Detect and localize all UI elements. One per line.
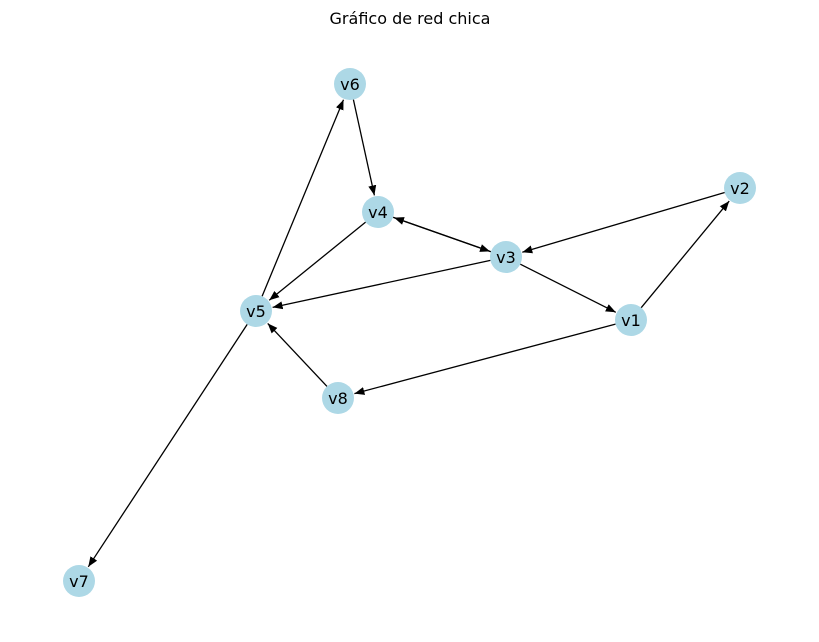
edge-v3-v1 <box>520 263 617 313</box>
node-v3: v3 <box>490 241 522 273</box>
node-circle-v2 <box>724 172 756 204</box>
node-label-v6: v6 <box>340 75 360 94</box>
node-v2: v2 <box>724 172 756 204</box>
edge-v1-v8 <box>354 323 616 395</box>
edge-v5-v6 <box>261 99 345 297</box>
nodes-layer: v1 v2 v3 v4 v5 v6 v7 v8 <box>63 68 756 597</box>
node-label-v7: v7 <box>69 572 89 591</box>
node-v8: v8 <box>322 382 354 414</box>
node-v6: v6 <box>334 68 366 100</box>
edge-v2-v3 <box>522 191 725 254</box>
node-label-v4: v4 <box>368 203 388 222</box>
node-label-v2: v2 <box>730 179 750 198</box>
node-circle-v1 <box>615 304 647 336</box>
edge-v1-v2 <box>640 200 730 309</box>
node-circle-v7 <box>63 565 95 597</box>
graph-title: Gráfico de red chica <box>330 9 491 28</box>
node-circle-v5 <box>240 295 272 327</box>
edge-v5-v7 <box>87 324 248 568</box>
node-label-v1: v1 <box>621 311 641 330</box>
node-circle-v8 <box>322 382 354 414</box>
edge-v3-v4 <box>393 216 492 253</box>
node-v5: v5 <box>240 295 272 327</box>
edge-v6-v4 <box>352 99 377 196</box>
edge-v4-v5 <box>268 221 367 301</box>
edges-layer <box>87 99 730 568</box>
node-v1: v1 <box>615 304 647 336</box>
edge-v8-v5 <box>267 322 328 387</box>
edge-v3-v5 <box>272 259 491 310</box>
node-label-v8: v8 <box>328 389 348 408</box>
node-circle-v6 <box>334 68 366 100</box>
node-circle-v3 <box>490 241 522 273</box>
node-label-v5: v5 <box>246 302 266 321</box>
node-circle-v4 <box>362 196 394 228</box>
node-v7: v7 <box>63 565 95 597</box>
node-v4: v4 <box>362 196 394 228</box>
node-label-v3: v3 <box>496 248 516 267</box>
